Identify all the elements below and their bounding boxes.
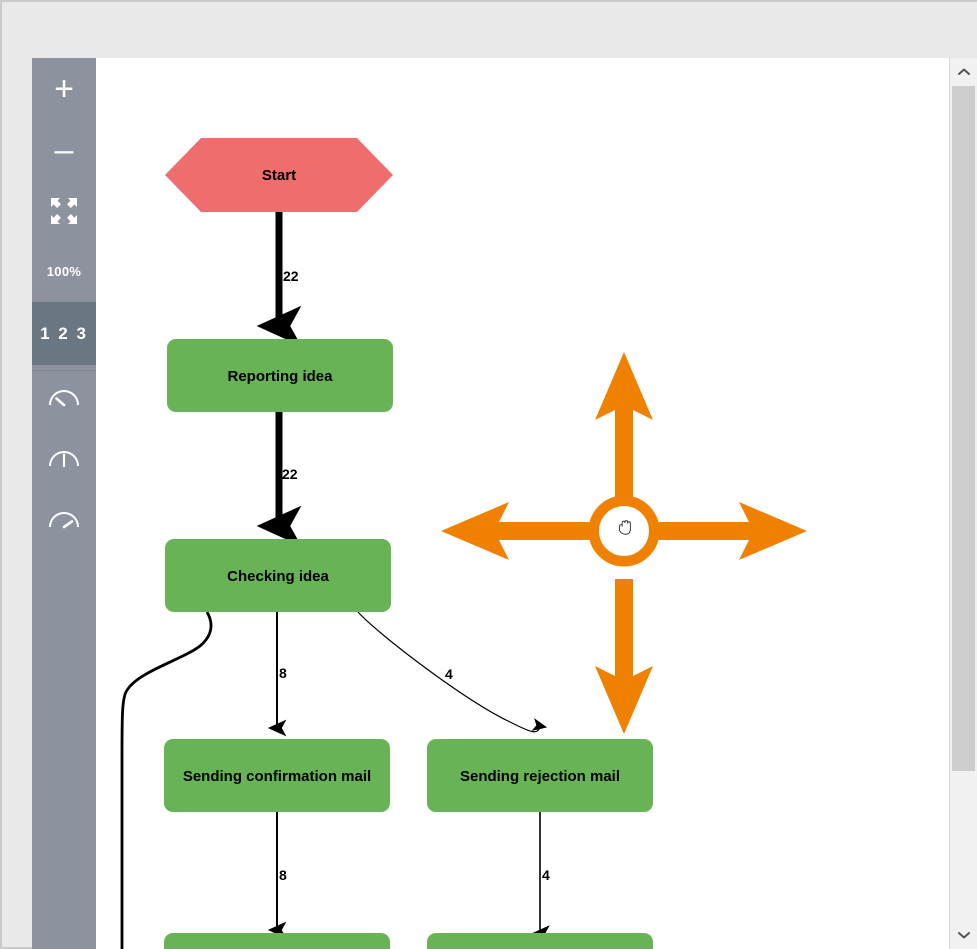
toolbar-divider: [32, 370, 96, 371]
plus-icon: +: [54, 69, 74, 108]
window-frame-left: [0, 0, 2, 949]
zoom-level-display[interactable]: 100%: [32, 241, 96, 302]
diagram-viewport[interactable]: 22 22 8 4 8 4 Start Reporting idea: [32, 58, 950, 949]
edge-label-start-report: 22: [283, 268, 299, 284]
node-sending-confirmation-mail[interactable]: Sending confirmation mail: [164, 739, 390, 812]
node-reporting-idea-label: Reporting idea: [227, 368, 333, 385]
scroll-up-button[interactable]: [950, 58, 977, 86]
toggle-numbers-button[interactable]: 1 2 3: [32, 302, 96, 365]
edge-check-loop-back[interactable]: [120, 611, 213, 949]
edge-label-report-check: 22: [282, 466, 298, 482]
edge-label-reject-next: 4: [542, 867, 550, 883]
node-checking-idea-label: Checking idea: [227, 568, 329, 585]
scrollbar-track[interactable]: [950, 86, 977, 921]
node-next-left[interactable]: [164, 933, 390, 949]
node-start-label: Start: [262, 167, 296, 184]
vertical-scrollbar[interactable]: [949, 58, 977, 949]
node-sending-rejection-mail-label: Sending rejection mail: [460, 768, 620, 785]
diagram-toolbar: + – 100% 1 2 3: [32, 58, 96, 949]
edge-label-check-reject: 4: [445, 666, 453, 682]
edge-label-check-confirm: 8: [279, 665, 287, 681]
node-reporting-idea[interactable]: Reporting idea: [167, 339, 393, 412]
scrollbar-thumb[interactable]: [952, 86, 975, 771]
gauge-right-icon: [47, 506, 81, 530]
gauge-high-button[interactable]: [32, 487, 96, 548]
gauge-center-icon: [47, 445, 81, 469]
gauge-low-button[interactable]: [32, 365, 96, 426]
node-sending-confirmation-mail-label: Sending confirmation mail: [183, 768, 371, 785]
edge-label-confirm-next: 8: [279, 867, 287, 883]
node-sending-rejection-mail[interactable]: Sending rejection mail: [427, 739, 653, 812]
zoom-in-button[interactable]: +: [32, 58, 96, 119]
window-frame-top: [0, 0, 977, 2]
fullscreen-icon: [49, 196, 79, 226]
zoom-out-button[interactable]: –: [32, 119, 96, 180]
fit-to-screen-button[interactable]: [32, 180, 96, 241]
numbers-icon: 1 2 3: [40, 323, 88, 343]
gauge-left-icon: [47, 384, 81, 408]
minus-icon: –: [54, 130, 74, 169]
gauge-mid-button[interactable]: [32, 426, 96, 487]
chevron-up-icon: [957, 63, 970, 81]
diagram-canvas[interactable]: 22 22 8 4 8 4 Start Reporting idea: [32, 58, 950, 949]
node-start[interactable]: Start: [165, 138, 393, 212]
node-next-right[interactable]: [427, 933, 653, 949]
chevron-down-icon: [957, 926, 970, 944]
edge-check-to-reject[interactable]: [357, 611, 548, 733]
pan-move-cursor[interactable]: [441, 352, 807, 734]
node-checking-idea[interactable]: Checking idea: [165, 539, 391, 612]
scroll-down-button[interactable]: [950, 921, 977, 949]
zoom-percent-label: 100%: [46, 264, 82, 279]
grab-hand-icon: [619, 520, 631, 535]
